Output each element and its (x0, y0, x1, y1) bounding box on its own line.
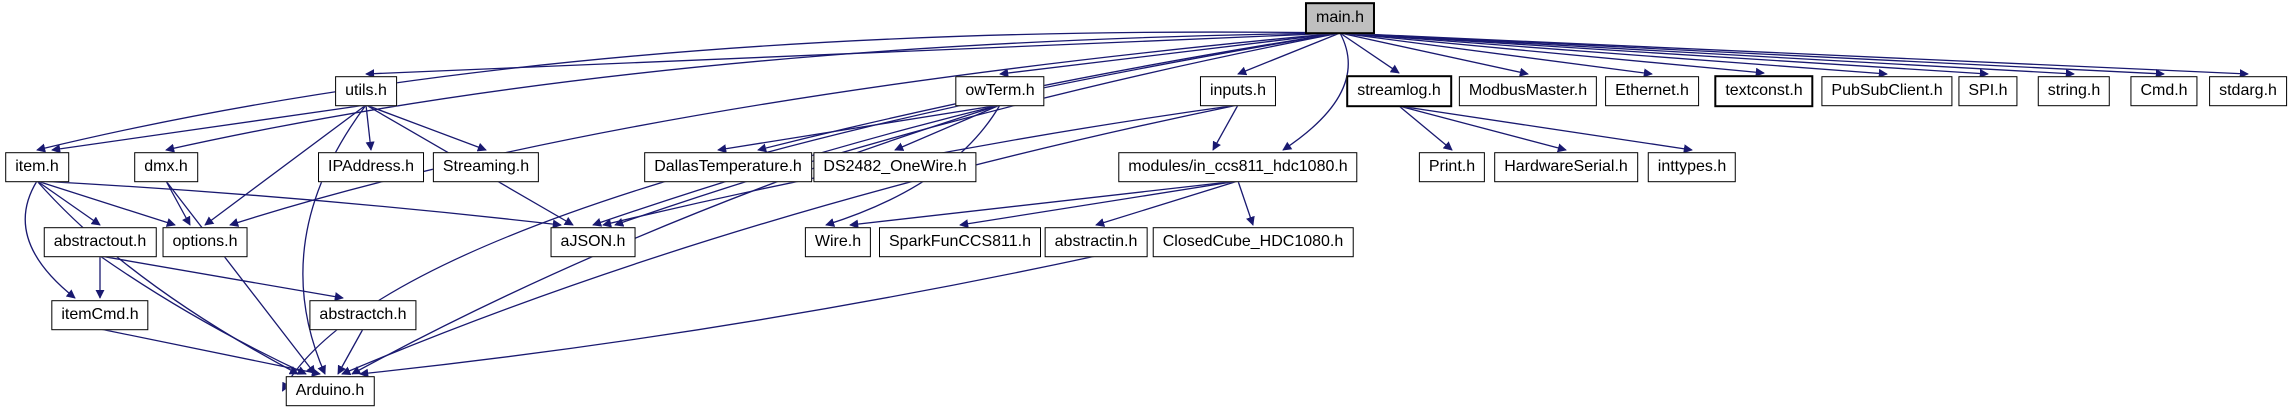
edge-utils--streaming (365, 104, 487, 152)
edge-main--ethernet (1339, 32, 1653, 78)
node-cmd[interactable]: Cmd.h (2130, 76, 2198, 106)
node-stdarg[interactable]: stdarg.h (2209, 76, 2287, 106)
node-abstractin[interactable]: abstractin.h (1044, 227, 1148, 257)
node-itemcmd[interactable]: itemCmd.h (51, 300, 149, 330)
edge-main--spi (1339, 32, 1989, 79)
node-utils[interactable]: utils.h (335, 76, 397, 106)
edge-owterm--dallas (717, 104, 1001, 154)
node-print[interactable]: Print.h (1418, 152, 1486, 182)
edge-main--pubsubclient (1339, 32, 1888, 78)
node-spi[interactable]: SPI.h (1958, 76, 2018, 106)
node-ccs811[interactable]: modules/in_ccs811_hdc1080.h (1118, 152, 1358, 182)
node-modbusmaster[interactable]: ModbusMaster.h (1458, 76, 1598, 106)
node-hardwareserial[interactable]: HardwareSerial.h (1494, 152, 1638, 182)
edge-itemcmd--arduino (99, 328, 321, 377)
edge-item--arduino (36, 180, 299, 375)
node-main[interactable]: main.h (1304, 2, 1376, 34)
edge-abstractin--arduino (359, 255, 1097, 378)
edge-main--dmx (165, 32, 1341, 153)
edge-main--inputs (1237, 32, 1341, 76)
edge-main--item (36, 31, 1341, 153)
edge-owterm--ds2482 (894, 104, 1001, 151)
edge-item--abstractout (36, 180, 101, 226)
edge-ccs811--closedcube (1237, 180, 1255, 226)
node-sparkfun[interactable]: SparkFunCCS811.h (879, 227, 1041, 257)
node-dmx[interactable]: dmx.h (134, 152, 198, 182)
edge-abstractout--arduino (99, 255, 307, 375)
node-textconst[interactable]: textconst.h (1714, 75, 1814, 107)
node-abstractout[interactable]: abstractout.h (43, 227, 157, 257)
node-streamlog[interactable]: streamlog.h (1346, 75, 1452, 107)
edge-abstractch--arduino (337, 328, 364, 375)
edge-streamlog--inttypes (1398, 105, 1693, 154)
edge-inputs--ccs811 (1212, 104, 1239, 151)
edge-item--ajson (36, 180, 562, 229)
edge-ccs811--sparkfun (959, 180, 1239, 229)
edge-abstractout--abstractch (99, 255, 344, 302)
node-string[interactable]: string.h (2037, 76, 2111, 106)
edge-main--stdarg (1339, 32, 2249, 79)
edge-item--itemcmd (24, 180, 76, 299)
node-abstractch[interactable]: abstractch.h (309, 300, 417, 330)
edge-dmx--arduino (165, 180, 316, 375)
node-arduino[interactable]: Arduino.h (285, 376, 375, 406)
node-inttypes[interactable]: inttypes.h (1647, 152, 1737, 182)
edge-streamlog--print (1398, 105, 1453, 151)
node-item[interactable]: item.h (5, 152, 69, 182)
node-owterm[interactable]: owTerm.h (955, 76, 1045, 106)
node-options[interactable]: options.h (162, 227, 248, 257)
edge-main--owterm (999, 32, 1341, 78)
edge-main--modbusmaster (1339, 32, 1529, 77)
edge-item--options (36, 180, 176, 227)
edge-main--ajson (614, 32, 1341, 227)
edge-streamlog--hardwareserial (1398, 105, 1567, 153)
node-closedcube[interactable]: ClosedCube_HDC1080.h (1152, 227, 1354, 257)
node-wire[interactable]: Wire.h (804, 227, 872, 257)
edge-main--streamlog (1339, 32, 1400, 74)
edge-utils--arduino (302, 104, 367, 375)
node-pubsubclient[interactable]: PubSubClient.h (1821, 76, 1953, 106)
node-ds2482[interactable]: DS2482_OneWire.h (813, 152, 977, 182)
edge-ccs811--abstractin (1095, 180, 1239, 227)
edge-utils--item (51, 104, 367, 154)
edge-utils--options (204, 104, 367, 226)
edge-main--options (229, 32, 1341, 227)
node-ajson[interactable]: aJSON.h (550, 227, 636, 257)
node-dallas[interactable]: DallasTemperature.h (644, 152, 812, 182)
edge-ccs811--wire (849, 180, 1239, 229)
node-streaming[interactable]: Streaming.h (432, 152, 540, 182)
edge-main--arduino (281, 32, 1341, 392)
edge-dmx--options (165, 180, 191, 226)
node-ethernet[interactable]: Ethernet.h (1605, 76, 1699, 106)
node-inputs[interactable]: inputs.h (1199, 76, 1277, 106)
edge-inputs--arduino (341, 104, 1239, 375)
edge-main--textconst (1339, 32, 1765, 77)
edge-owterm--arduino (351, 104, 1001, 375)
node-ipaddress[interactable]: IPAddress.h (318, 152, 424, 182)
edge-main--ccs811 (1282, 32, 1349, 151)
edge-utils--ipaddress (365, 104, 375, 151)
